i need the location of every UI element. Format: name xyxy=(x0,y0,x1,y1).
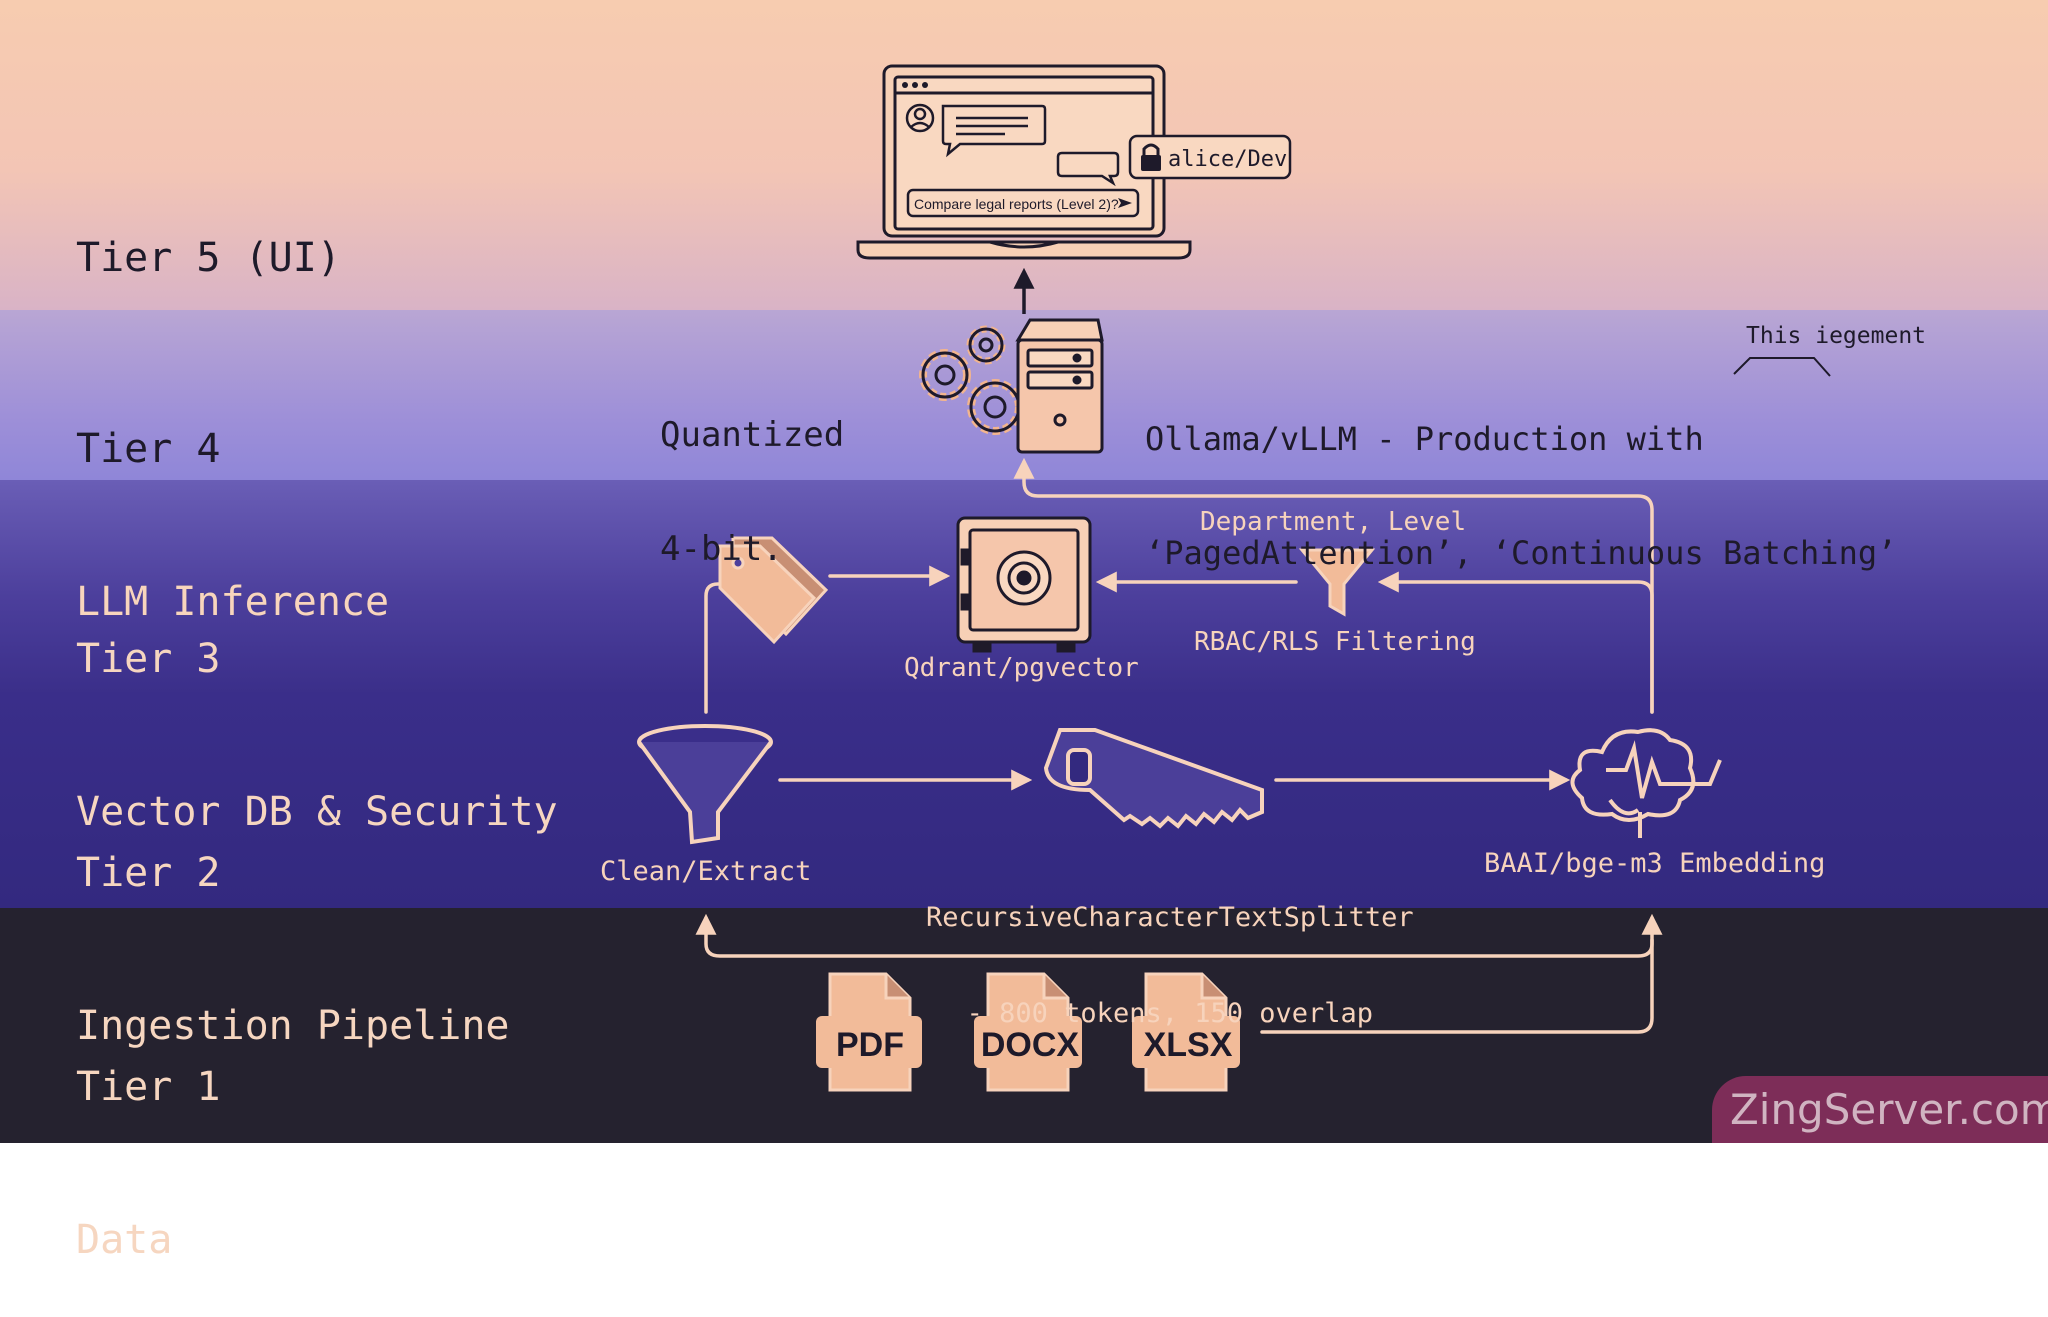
engine-description: Ollama/vLLM - Production with ‘PagedAtte… xyxy=(1145,344,1896,610)
tier-3-subtitle: Vector DB & Security xyxy=(76,789,558,835)
reply-bubble-icon xyxy=(1056,151,1120,187)
query-input-text: Compare legal reports (Level 2)? xyxy=(914,196,1119,212)
pdf-file-icon: PDF xyxy=(816,972,922,1092)
query-input[interactable]: Compare legal reports (Level 2)? xyxy=(906,188,1140,218)
server-icon xyxy=(1015,318,1104,454)
tier-1-title: Tier 1 xyxy=(76,1064,221,1110)
brain-icon xyxy=(1570,728,1722,838)
saw-icon xyxy=(1043,728,1264,829)
docx-label: DOCX xyxy=(981,1026,1080,1064)
tier-3-label: Tier 3 Vector DB & Security xyxy=(76,532,558,889)
send-icon[interactable] xyxy=(1118,198,1132,208)
vault-icon xyxy=(956,516,1092,653)
tag-icon xyxy=(718,536,829,645)
tier-2-band xyxy=(0,692,2048,908)
splitter-label: RecursiveCharacterTextSplitter - 800 tok… xyxy=(926,838,1414,1062)
arrow-embedding-to-inference xyxy=(1013,457,1654,714)
tier-4-title: Tier 4 xyxy=(76,426,221,472)
filter-icon xyxy=(1298,548,1376,617)
vector-db-label: Qdrant/pgvector xyxy=(904,653,1139,683)
xlsx-file-icon: XLSX xyxy=(1132,972,1240,1092)
tier-4-subtitle: LLM Inference xyxy=(76,579,390,625)
docx-file-icon: DOCX xyxy=(974,972,1082,1092)
callout-text: This iegement xyxy=(1746,323,1927,349)
engine-line-1: Ollama/vLLM - Production with xyxy=(1145,420,1704,458)
filter-attributes-label: Department, Level xyxy=(1200,507,1467,537)
tier-1-label: Tier 1 Data xyxy=(76,960,221,1317)
tier-2-subtitle: Ingestion Pipeline xyxy=(76,1003,510,1049)
funnel-icon xyxy=(637,724,773,845)
tier-1-subtitle: Data xyxy=(76,1217,173,1263)
quantization-line-1: Quantized xyxy=(660,415,845,455)
pdf-label: PDF xyxy=(836,1026,904,1064)
engine-line-2: ‘PagedAttention’, ‘Continuous Batching’ xyxy=(1145,534,1897,572)
quantization-line-2: 4-bit. xyxy=(660,529,783,569)
tier-3-title: Tier 3 xyxy=(76,636,221,682)
xlsx-label: XLSX xyxy=(1144,1026,1233,1064)
tier-5-label: Tier 5 (UI) xyxy=(76,131,341,335)
tier-4-label: Tier 4 LLM Inference xyxy=(76,322,389,679)
embedding-label: BAAI/bge-m3 Embedding xyxy=(1484,848,1826,879)
user-badge: alice/Dev xyxy=(1128,134,1292,180)
user-avatar-icon xyxy=(905,103,935,133)
gears-icon xyxy=(919,325,1023,435)
arrow-data-to-embedding xyxy=(1260,913,1663,1034)
line-clean-to-tag xyxy=(704,582,720,714)
tier-5-title: Tier 5 (UI) xyxy=(76,235,341,281)
arrow-data-to-clean xyxy=(695,913,1654,958)
splitter-line-2: - 800 tokens, 150 overlap xyxy=(966,998,1374,1029)
tier-2-title: Tier 2 xyxy=(76,850,221,896)
callout-bracket xyxy=(1733,357,1831,377)
architecture-diagram: Compare legal reports (Level 2)? alice/D… xyxy=(637,64,1831,1092)
lock-icon xyxy=(1141,143,1161,171)
chat-bubble-icon xyxy=(941,104,1047,158)
quantization-note: Quantized 4-bit. xyxy=(660,340,844,606)
tier-2-label: Tier 2 Ingestion Pipeline xyxy=(76,746,509,1103)
clean-extract-label: Clean/Extract xyxy=(600,856,812,887)
user-badge-text: alice/Dev xyxy=(1168,147,1287,172)
splitter-line-1: RecursiveCharacterTextSplitter xyxy=(926,902,1414,933)
rbac-filter-label: RBAC/RLS Filtering xyxy=(1194,627,1476,657)
watermark-logo: ZingServer.com xyxy=(1712,1076,2048,1143)
